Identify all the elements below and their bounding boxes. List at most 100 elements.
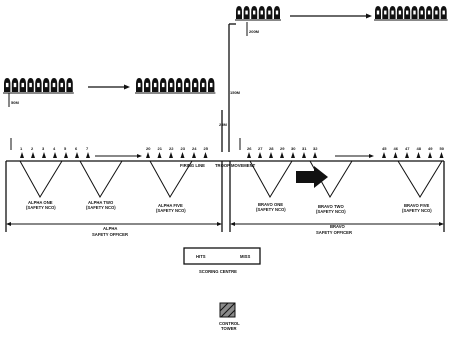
firing-line-label: FIRING LINE	[180, 163, 205, 168]
scoring-hits-label: HITS	[196, 254, 206, 259]
alpha-five-role: (SAFETY NCO)	[156, 208, 186, 213]
firing-point-marker	[280, 152, 284, 158]
firing-point-number: 20	[146, 146, 151, 151]
firing-point-marker	[416, 152, 421, 158]
firing-point-number: 30	[291, 146, 296, 151]
targets-left-near-group	[3, 78, 74, 94]
firing-point-number: 5	[64, 146, 67, 151]
target-silhouette	[426, 6, 433, 19]
target-silhouette	[236, 6, 242, 19]
alpha-five-sector	[149, 160, 193, 198]
target-silhouette	[152, 78, 159, 92]
target-silhouette	[43, 78, 50, 92]
target-silhouette	[50, 78, 58, 92]
firing-point-marker	[302, 152, 306, 158]
target-silhouette	[389, 6, 396, 19]
firing-point-marker	[405, 152, 409, 158]
arrow-head-200m-top	[366, 13, 372, 19]
firing-point-number: 6	[75, 146, 78, 151]
firing-point-marker	[180, 152, 185, 158]
range-label-50m: 50M	[11, 100, 19, 105]
target-silhouette	[176, 78, 183, 92]
firing-point-number: 2	[31, 146, 34, 151]
firing-point-number: 27	[258, 146, 263, 151]
target-silhouette	[11, 78, 19, 92]
control-tower-hatch-3	[227, 309, 236, 318]
firing-point-marker	[75, 152, 79, 158]
bravo-subtitle: SAFETY OFFICER	[316, 230, 352, 235]
target-silhouette	[19, 78, 26, 92]
firing-point-marker	[86, 152, 90, 158]
bravo-five-name: BRAVO FIVE	[404, 203, 429, 208]
bravo-five-sector	[397, 160, 443, 198]
alpha-extent-arrow-right	[217, 222, 222, 226]
target-silhouette	[58, 78, 65, 92]
firing-point-marker	[313, 152, 317, 158]
firing-point-number: 26	[247, 146, 252, 151]
firing-point-marker	[269, 152, 273, 158]
target-silhouette	[274, 6, 280, 19]
target-silhouette	[192, 78, 199, 92]
target-silhouette	[27, 78, 34, 92]
range-label-25m: 25M	[219, 122, 227, 127]
target-silhouette	[4, 78, 11, 92]
target-silhouette	[66, 78, 73, 92]
arrow-head-50m	[124, 84, 130, 90]
firing-point-number: 7	[86, 146, 89, 151]
bravo-extent-arrow-right	[439, 222, 444, 226]
firing-point-number: 3	[42, 146, 45, 151]
firing-point-marker	[393, 152, 398, 158]
target-silhouette	[404, 6, 411, 19]
firing-point-number: 50	[440, 146, 445, 151]
firing-point-marker	[146, 152, 150, 158]
target-silhouette	[411, 6, 418, 19]
target-silhouette	[418, 6, 425, 19]
firing-point-marker	[20, 152, 24, 158]
target-silhouette	[266, 6, 273, 19]
target-silhouette	[200, 78, 207, 92]
target-silhouette	[184, 78, 191, 92]
troop-movement-label: TROOP MOVEMENT	[215, 163, 256, 168]
firing-point-number: 47	[405, 146, 410, 151]
alpha-one-sector	[19, 160, 63, 198]
firing-point-marker	[203, 152, 208, 158]
bravo-title: BRAVO	[330, 224, 346, 229]
firing-point-number: 29	[280, 146, 285, 151]
firing-point-number: 25	[204, 146, 209, 151]
firing-point-marker	[169, 152, 173, 158]
target-silhouette	[440, 6, 447, 19]
scoring-misses-label: MISS	[240, 254, 250, 259]
firing-point-marker	[53, 152, 57, 158]
arrow-head-bravo-move	[369, 154, 374, 158]
bold-direction-arrow	[296, 166, 328, 188]
firing-point-number: 1	[20, 146, 23, 151]
alpha-extent-arrow-left	[6, 222, 11, 226]
firing-point-number: 21	[158, 146, 163, 151]
control-tower-line1: CONTROL	[219, 321, 240, 326]
alpha-two-sector	[79, 160, 123, 198]
scoring-centre-title: SCORING CENTRE	[199, 269, 237, 274]
firing-point-marker	[31, 152, 35, 158]
target-silhouette	[208, 78, 215, 92]
alpha-two-name: ALPHA TWO	[88, 200, 114, 205]
firing-point-number: 4	[53, 146, 56, 151]
range-label-200m: 200M	[249, 29, 260, 34]
firing-point-number: 24	[192, 146, 197, 151]
alpha-five-name: ALPHA FIVE	[158, 203, 183, 208]
firing-point-number: 46	[394, 146, 399, 151]
bravo-extent-arrow-left	[230, 222, 235, 226]
firing-point-marker	[428, 152, 432, 158]
firing-point-number: 28	[269, 146, 274, 151]
firing-point-marker	[157, 152, 162, 158]
control-tower-hatch-1	[219, 302, 229, 312]
control-tower-hatch-2	[220, 302, 236, 318]
firing-point-number: 23	[181, 146, 186, 151]
alpha-one-name: ALPHA ONE	[28, 200, 53, 205]
target-silhouette	[433, 6, 440, 19]
firing-point-number: 31	[302, 146, 307, 151]
target-silhouette	[382, 6, 389, 19]
firing-point-marker	[64, 152, 68, 158]
firing-point-number: 22	[169, 146, 174, 151]
